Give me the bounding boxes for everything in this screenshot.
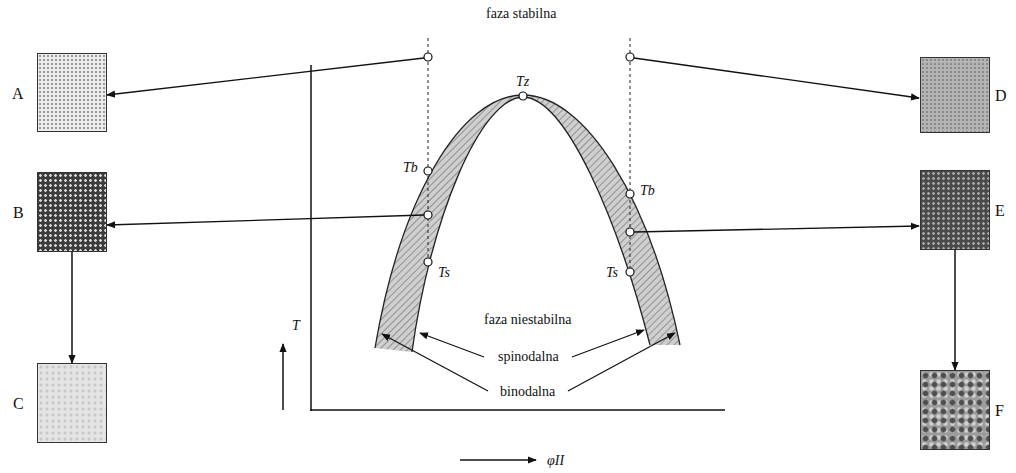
state-point: [424, 258, 432, 266]
texture-box: F: [920, 370, 990, 450]
temperature-label: Tb: [401, 160, 420, 176]
leader-arrow: [634, 58, 919, 98]
curve-label: binodalna: [498, 384, 557, 400]
box-letter: E: [995, 202, 1005, 220]
state-point: [626, 228, 634, 236]
pointer-arrow: [420, 333, 484, 357]
box-letter: A: [12, 85, 24, 103]
composition-line: [630, 38, 631, 272]
t-arrow: [282, 344, 284, 410]
texture-box: B: [37, 172, 107, 252]
region-label: faza stabilna: [484, 6, 558, 22]
texture-box: C: [37, 363, 107, 443]
temperature-label: Ts: [604, 265, 620, 281]
axis-label: φII: [545, 453, 566, 469]
curve-label: spinodalna: [496, 349, 561, 365]
state-point: [626, 190, 634, 198]
critical-point: [519, 92, 527, 100]
box-letter: B: [13, 204, 24, 222]
box-letter: D: [995, 87, 1007, 105]
t-axis: [310, 65, 312, 411]
metastable-band: [375, 95, 680, 352]
temperature-label: Tz: [514, 74, 531, 90]
texture-box: E: [920, 170, 990, 250]
leader-arrow: [634, 226, 919, 232]
state-point: [424, 211, 432, 219]
pointer-arrow: [568, 333, 675, 391]
transition-arrow: [71, 252, 73, 363]
temperature-label: Ts: [436, 265, 452, 281]
leader-arrow: [107, 215, 424, 225]
box-letter: F: [995, 402, 1004, 420]
leader-arrow: [107, 58, 424, 95]
spinodal-curve: [412, 97, 650, 352]
state-point: [424, 53, 432, 61]
texture-box: D: [920, 57, 990, 133]
transition-arrow: [954, 250, 956, 370]
axis-label: T: [290, 318, 302, 334]
texture-box: A: [37, 53, 107, 132]
temperature-label: Tb: [638, 183, 657, 199]
state-point: [626, 268, 634, 276]
phi-arrow: [460, 459, 536, 461]
region-label: faza niestabilna: [482, 312, 573, 328]
binodal-curve: [375, 95, 680, 348]
state-point: [424, 167, 432, 175]
pointer-arrow: [382, 334, 488, 391]
pointer-arrow: [572, 330, 644, 357]
phi-axis: [310, 409, 725, 411]
box-letter: C: [13, 395, 24, 413]
composition-line: [428, 38, 429, 262]
state-point: [626, 53, 634, 61]
